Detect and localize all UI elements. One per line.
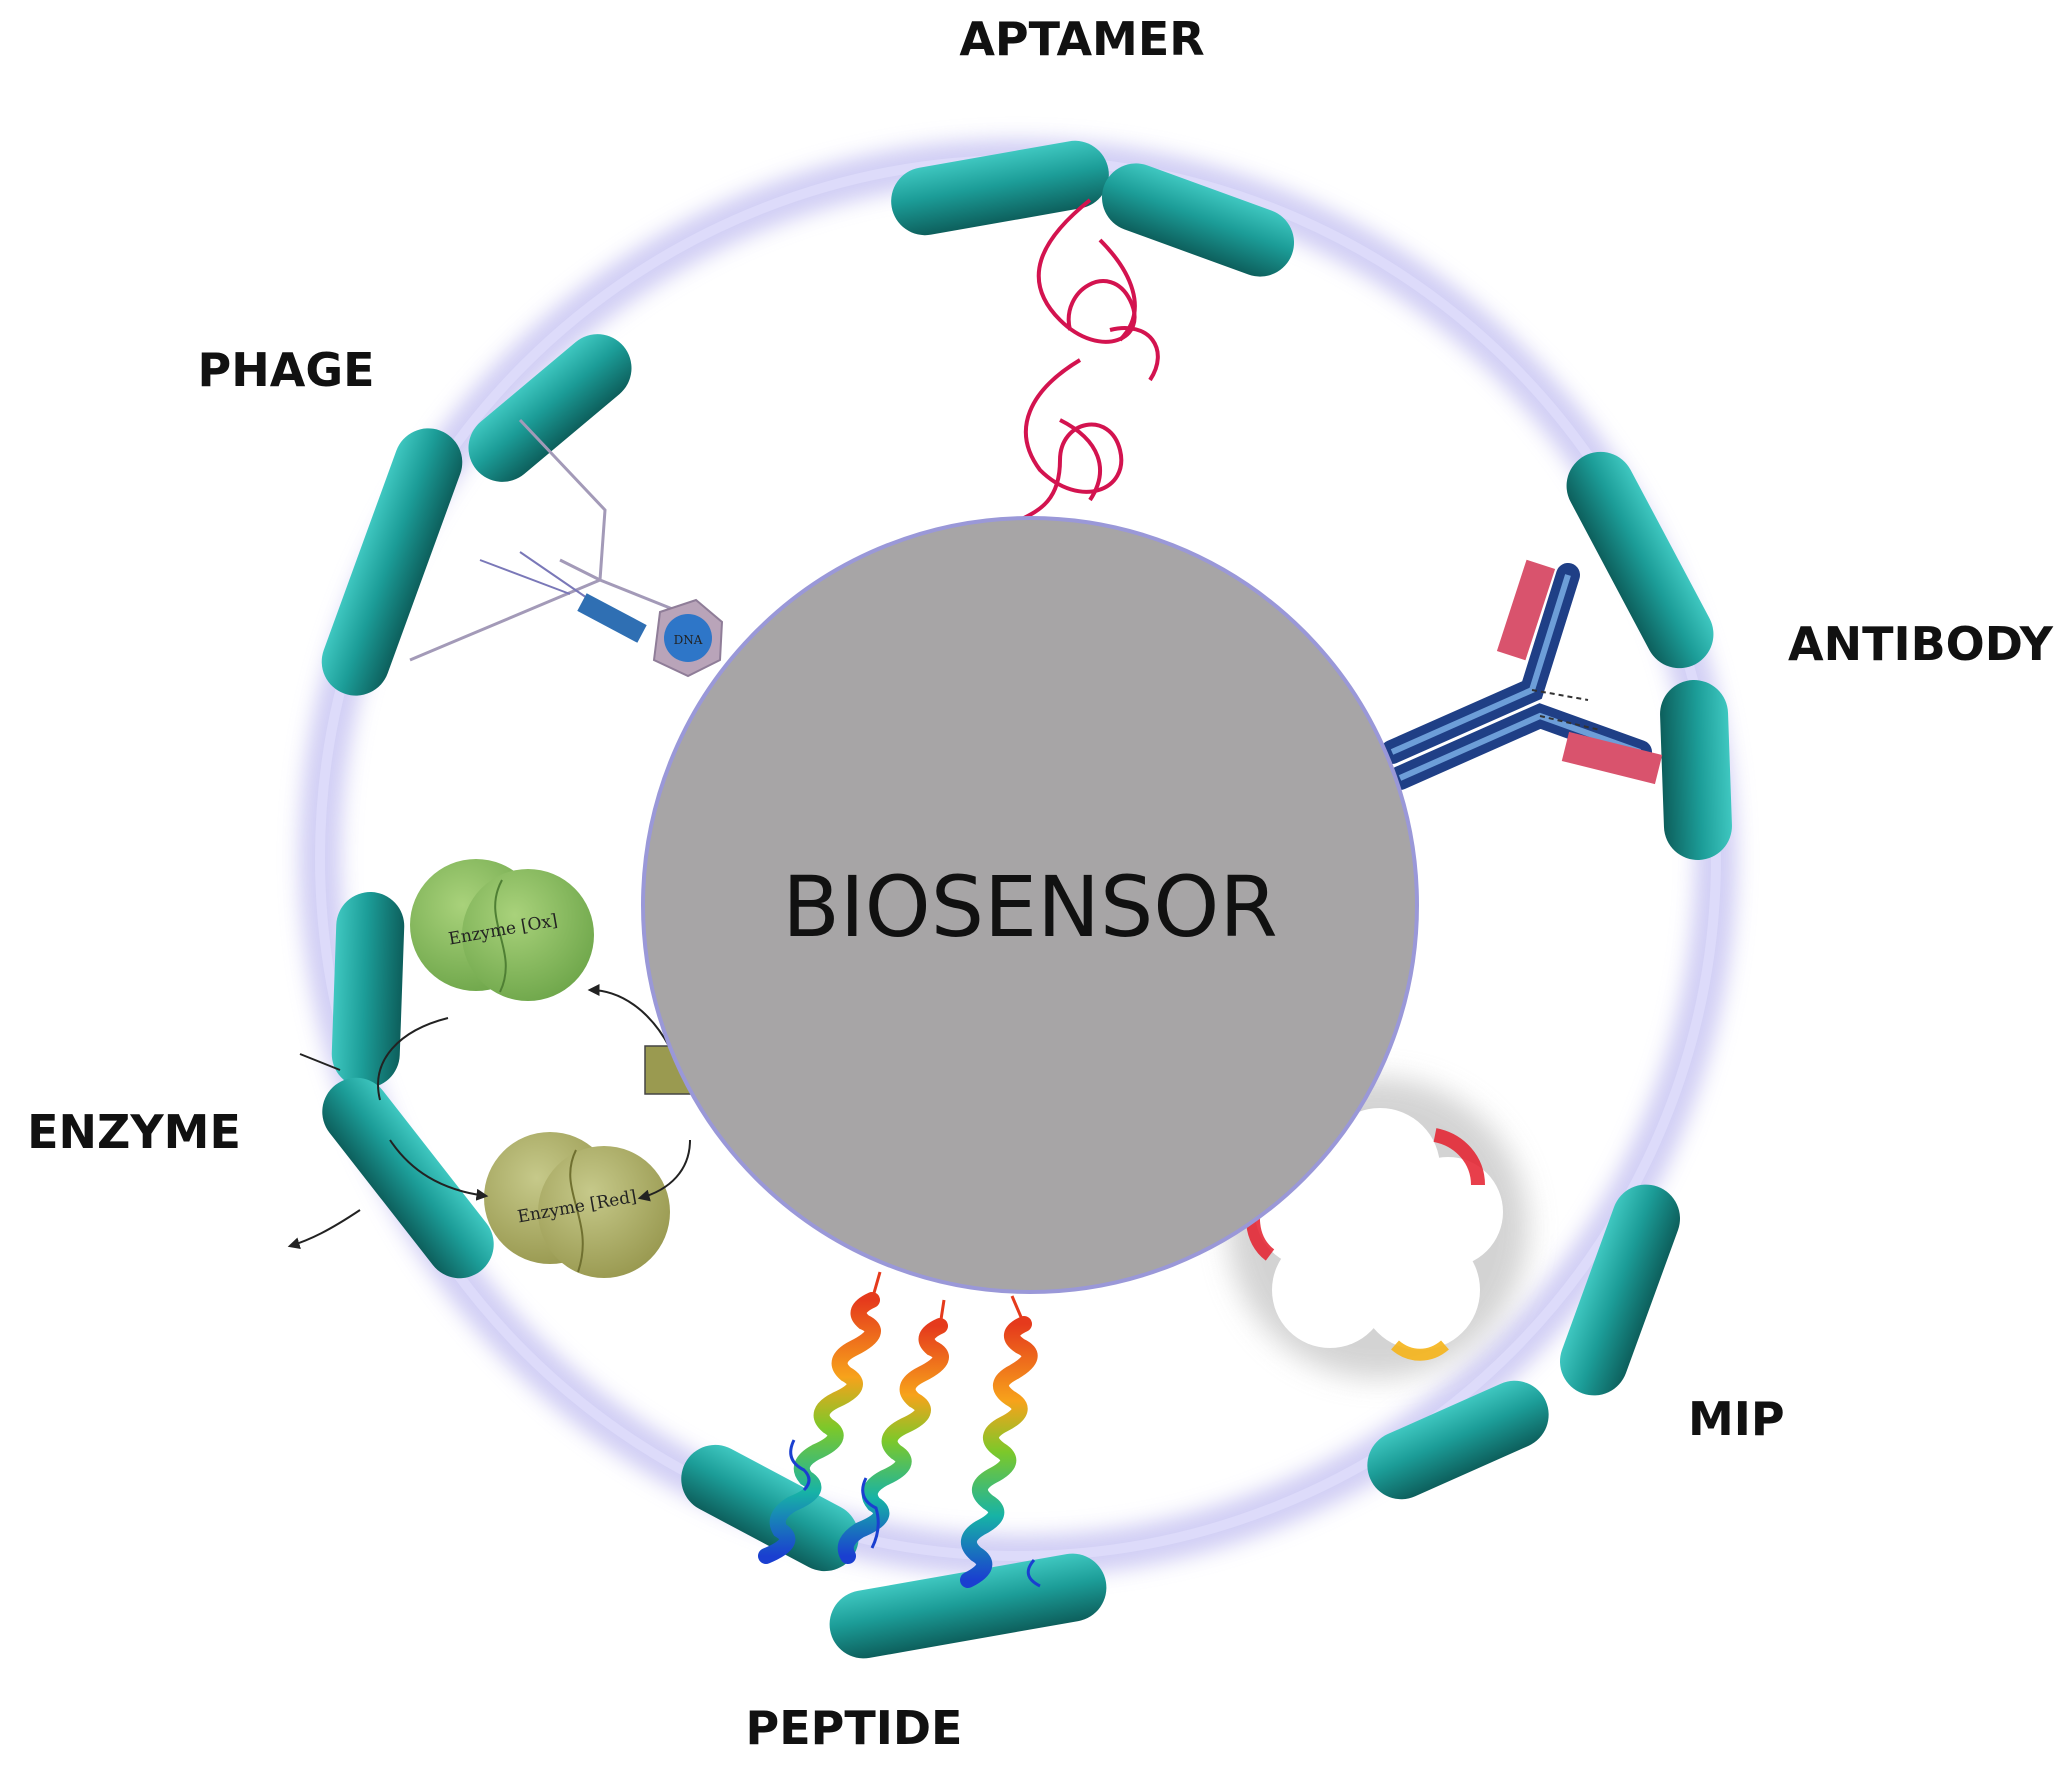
enzyme-receptor: Enzyme [Ox] Enzyme [Red] ENZYME xyxy=(27,859,698,1279)
bacterium-icon xyxy=(1566,451,1714,669)
peptide-receptor: PEPTIDE xyxy=(681,1271,1107,1755)
enzyme-ox-icon: Enzyme [Ox] xyxy=(410,859,594,1001)
biosensor-core: BIOSENSOR xyxy=(641,516,1419,1294)
aptamer-strand-icon xyxy=(1016,198,1160,529)
aptamer-receptor: APTAMER xyxy=(891,12,1295,529)
phage-label: PHAGE xyxy=(198,343,375,397)
peptide-label: PEPTIDE xyxy=(746,1701,963,1755)
bacterium-icon xyxy=(1367,1380,1549,1500)
antibody-icon xyxy=(1380,559,1663,790)
bacterium-icon xyxy=(681,1444,859,1572)
peptide-helix-icon xyxy=(758,1271,1041,1588)
bacterium-icon xyxy=(468,334,632,482)
redox-arrows-icon xyxy=(287,984,691,1249)
enzyme-label: ENZYME xyxy=(27,1105,241,1159)
bacterium-icon xyxy=(322,1077,494,1279)
aptamer-label: APTAMER xyxy=(959,12,1204,66)
mip-receptor: MIP xyxy=(1228,1078,1785,1500)
enzyme-red-icon: Enzyme [Red] xyxy=(484,1132,670,1278)
mip-label: MIP xyxy=(1688,1392,1785,1446)
biosensor-label: BIOSENSOR xyxy=(782,858,1278,956)
bacterium-icon xyxy=(1660,680,1732,860)
phage-icon: DNA xyxy=(409,418,724,678)
phage-receptor: DNA PHAGE xyxy=(198,334,724,696)
bacterium-icon xyxy=(891,140,1109,236)
bacterium-icon xyxy=(1560,1184,1680,1396)
bacterium-icon xyxy=(321,428,463,696)
antibody-label: ANTIBODY xyxy=(1788,617,2054,671)
bacterium-icon xyxy=(331,892,405,1088)
svg-text:DNA: DNA xyxy=(674,633,703,647)
bacterium-icon xyxy=(829,1553,1107,1659)
antibody-receptor: ANTIBODY xyxy=(1380,451,2054,860)
bacterium-icon xyxy=(1101,163,1295,277)
